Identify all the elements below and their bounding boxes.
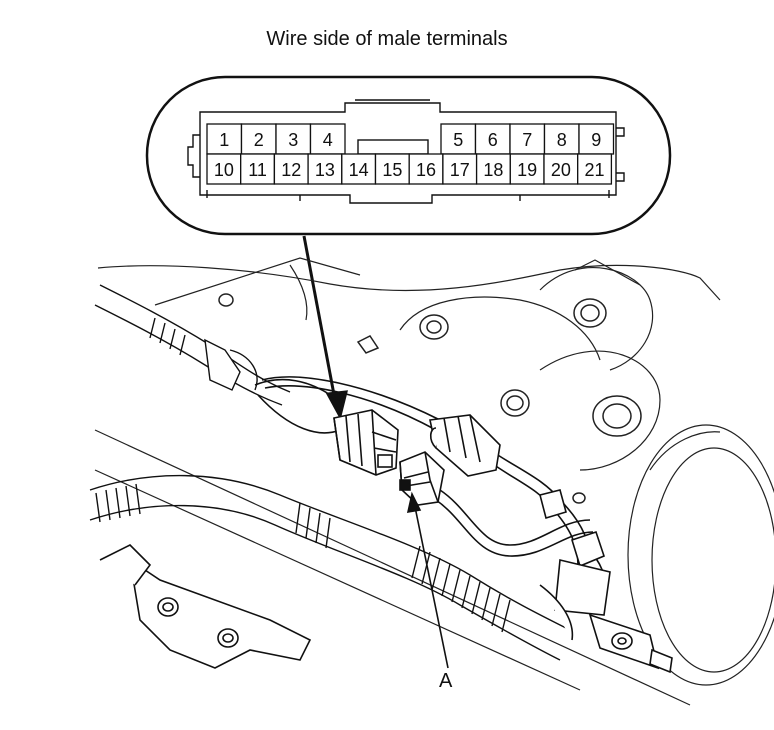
terminal-cell [275,123,312,155]
terminal-number: 4 [323,130,333,150]
callout-arrow [302,235,348,421]
upper-harness [94,284,291,406]
terminal-number: 20 [551,160,571,180]
terminal-number: 10 [214,160,234,180]
ground-bracket [539,559,673,674]
connector-a[interactable] [399,451,445,506]
terminal-number: 14 [349,160,369,180]
terminal-cell [309,123,346,155]
terminal-number: 3 [288,130,298,150]
terminal-cells [206,123,615,185]
terminal-number: 1 [219,130,229,150]
terminal-number: 17 [450,160,470,180]
main-harness [89,474,571,661]
terminal-number: 7 [522,130,532,150]
terminal-cell [509,153,545,185]
terminal-number: 9 [591,130,601,150]
terminal-cell [240,153,276,185]
terminal-number: 11 [248,160,267,180]
terminal-number: 5 [453,130,463,150]
terminal-number: 19 [517,160,537,180]
terminal-cell [475,153,511,185]
terminal-number: 15 [382,160,402,180]
terminal-cell [273,153,309,185]
diagram-title: Wire side of male terminals [266,28,508,50]
terminal-cell [543,153,579,185]
terminal-number: 12 [281,160,301,180]
terminal-number: 21 [585,160,605,180]
terminal-number: 16 [416,160,436,180]
lower-bracket [99,544,312,669]
label-a-leader [406,491,449,669]
terminal-cell [577,153,613,185]
terminal-cell [206,123,243,155]
harness-clip [539,489,605,568]
connector-a-label: A [439,670,453,692]
terminal-cell [341,153,377,185]
terminal-cell [442,153,478,185]
terminal-number: 13 [315,160,335,180]
terminal-cell [307,153,343,185]
terminal-number: 18 [483,160,503,180]
mated-connector[interactable] [429,414,501,477]
harness-connector[interactable] [333,409,399,476]
mounting-holes [218,293,642,504]
terminal-number: 8 [557,130,567,150]
terminal-number: 2 [254,130,264,150]
terminal-number: 6 [488,130,498,150]
